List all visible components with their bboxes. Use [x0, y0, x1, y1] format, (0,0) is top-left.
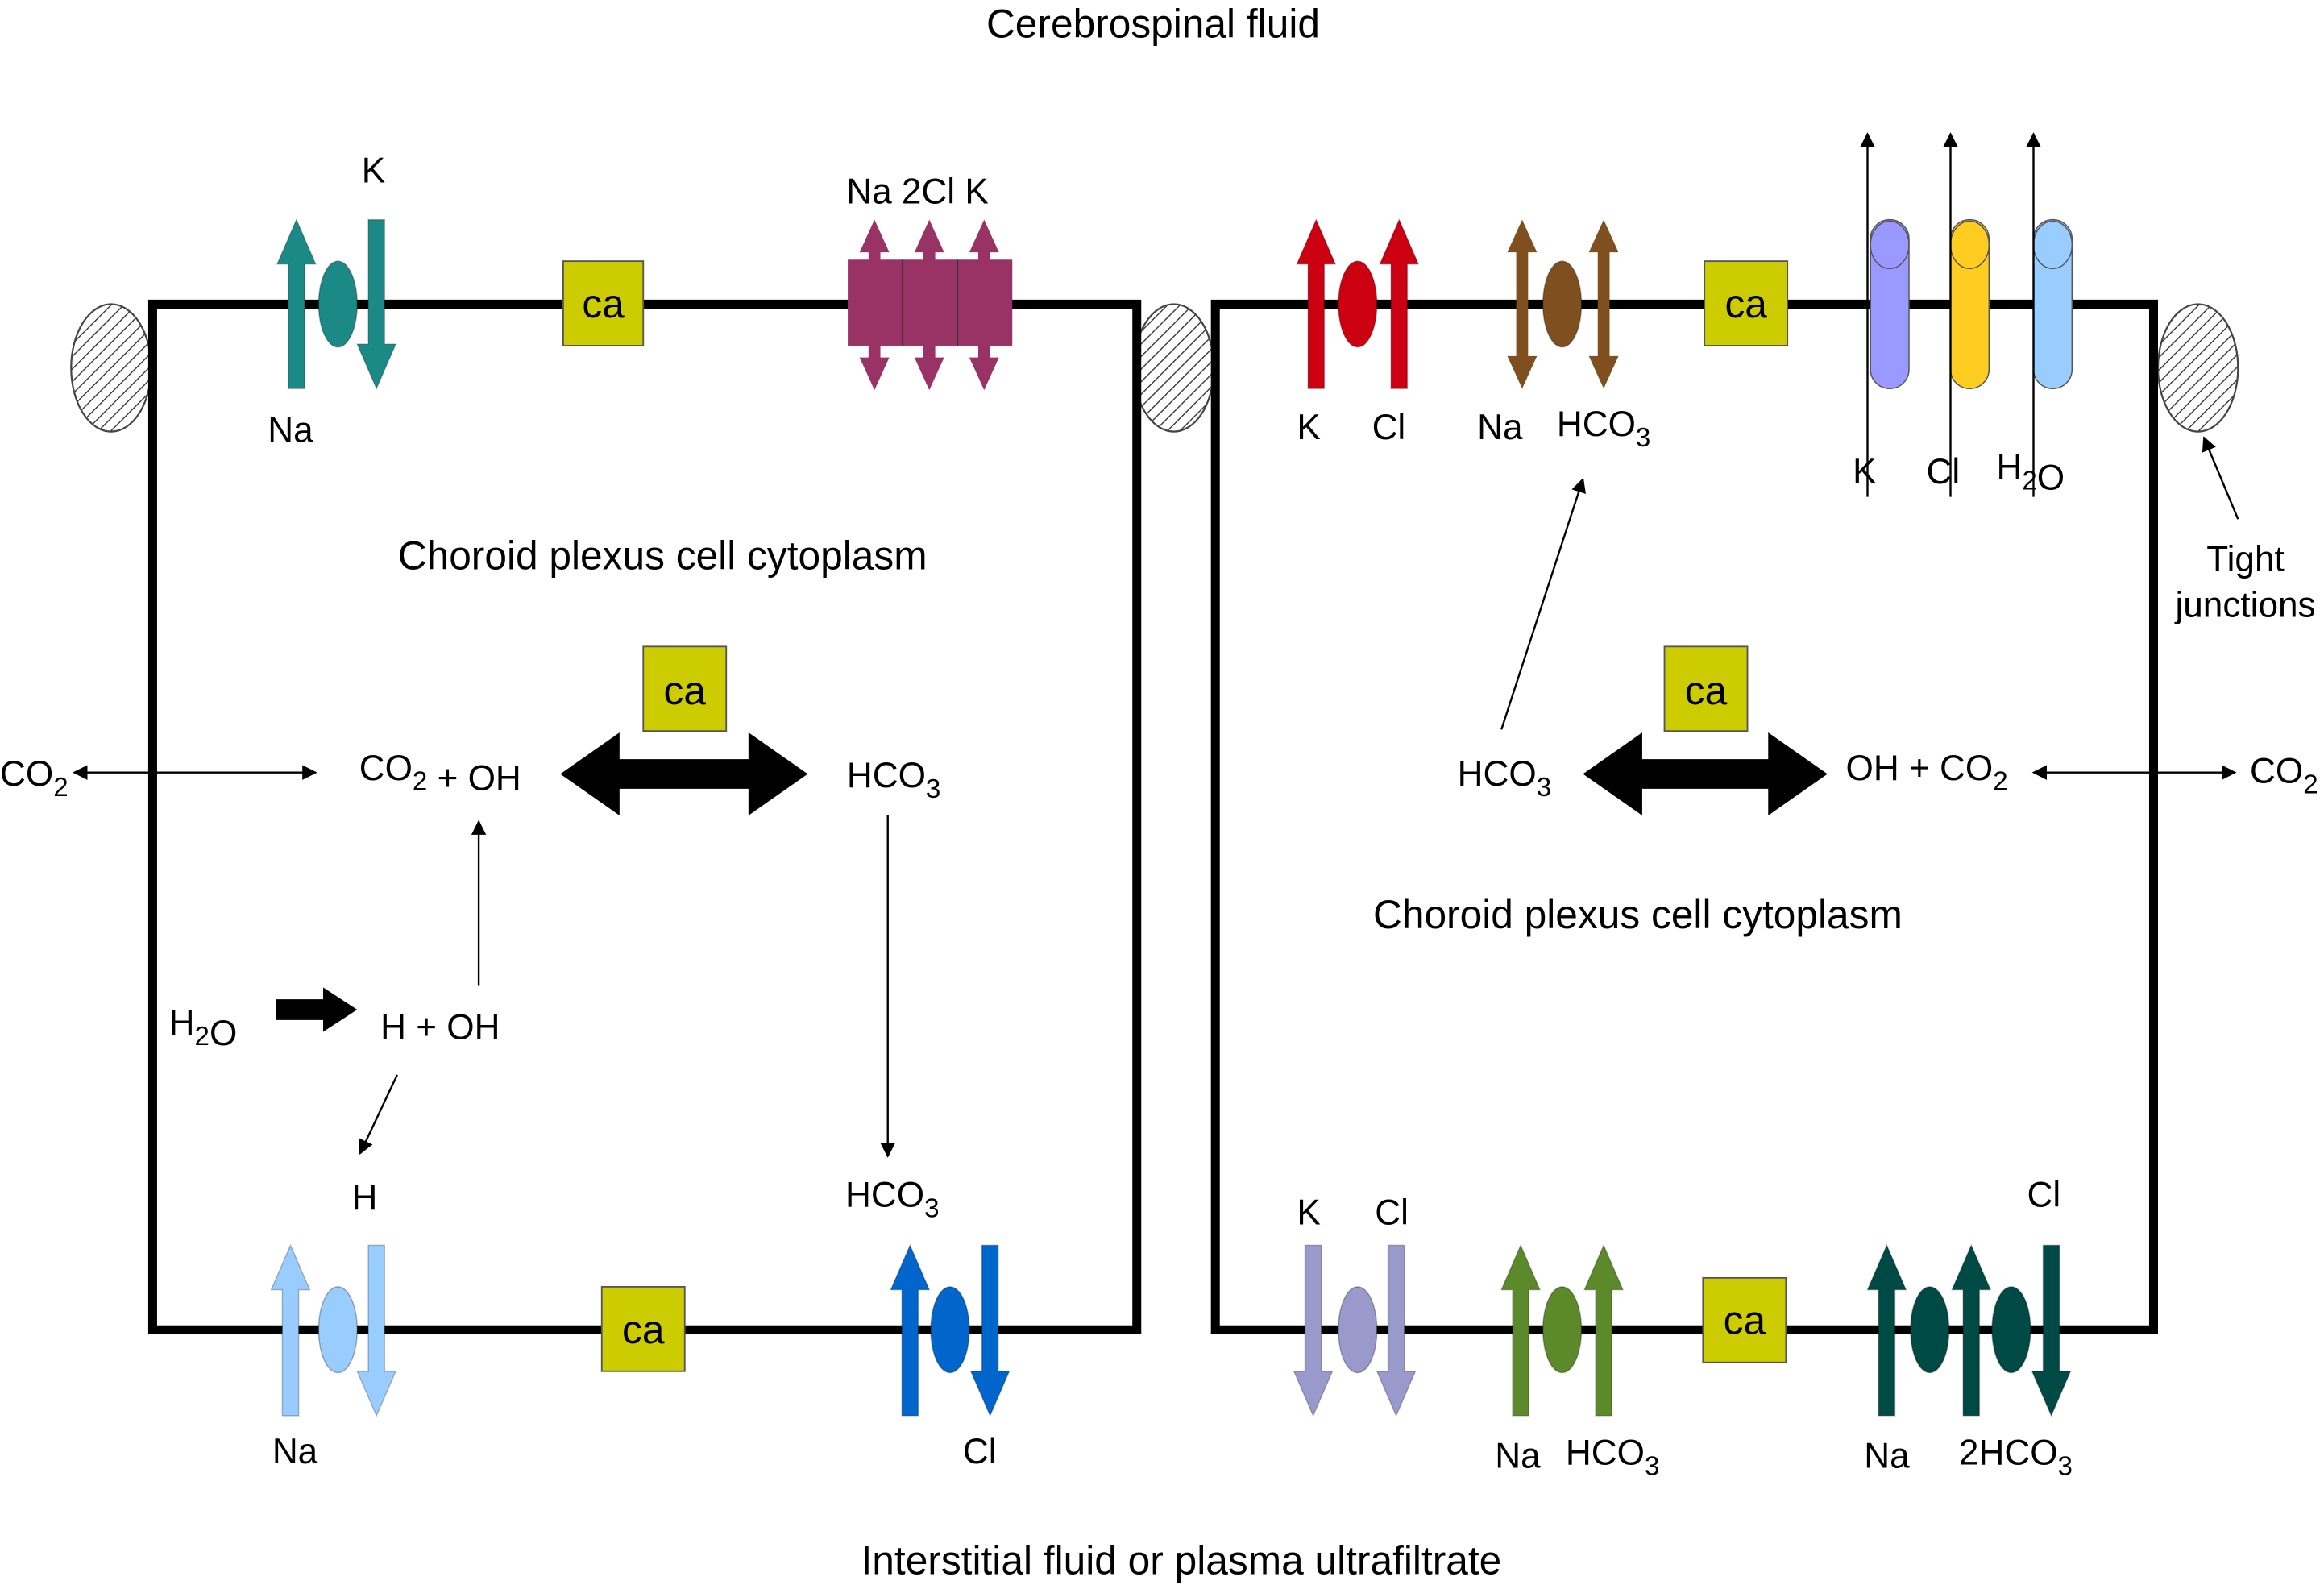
hco3-label: HCO3	[1557, 405, 1650, 453]
ca-label: ca	[1724, 281, 1767, 326]
shapes-layer	[70, 132, 2239, 1417]
cl-label: Cl	[1375, 1193, 1409, 1233]
k-channel	[1870, 218, 1910, 390]
co2-out-label: CO2	[0, 754, 68, 803]
k-channel-top	[1870, 220, 1910, 270]
double-arrow	[859, 219, 890, 391]
cl-hco3-exchanger-oval	[930, 1286, 970, 1374]
k-label: K	[362, 151, 385, 191]
aquaporin-channel	[2032, 218, 2073, 390]
h-down-arrow	[356, 1244, 397, 1417]
right-cytoplasm-label: Choroid plexus cell cytoplasm	[1373, 892, 1903, 937]
hco3-label: HCO3	[847, 756, 940, 804]
k-down-arrow	[1293, 1244, 1334, 1417]
cl-down-arrow	[2031, 1244, 2072, 1417]
na-k-pump-oval	[317, 260, 359, 348]
hco3-label: HCO3	[1458, 754, 1551, 803]
double-arrow	[969, 219, 999, 391]
carbonic-anhydrase-box	[642, 645, 728, 732]
tight-junction	[70, 303, 152, 433]
hco3-up-arrow	[890, 1243, 931, 1417]
tight-junction	[1132, 303, 1215, 433]
double-arrow	[914, 219, 944, 391]
carbonic-anhydrase-box	[1702, 1276, 1787, 1363]
ca-label: ca	[622, 1307, 665, 1352]
ca-label: ca	[1685, 668, 1728, 713]
carbonic-anhydrase-box	[1704, 260, 1789, 346]
tight-junction-pointer	[2202, 436, 2239, 520]
carbonic-anhydrase-box	[600, 1285, 686, 1372]
na-up-arrow	[1866, 1243, 1907, 1417]
tight-junctions-label: junctions	[2173, 586, 2315, 625]
na-label: Na	[272, 1432, 318, 1471]
na-label: Na	[1495, 1436, 1541, 1475]
na-up-arrow	[276, 218, 317, 390]
na-label: Na	[1477, 408, 1523, 447]
oh-co2-label: OH + CO2	[1846, 749, 2008, 797]
h-down-arrow	[359, 1074, 399, 1156]
hco3-label: HCO3	[1566, 1434, 1659, 1482]
h2o-label: H2O	[1997, 447, 2065, 497]
cl-label: Cl	[1926, 452, 1960, 492]
co2-out-label: CO2	[2250, 752, 2318, 800]
na-hco3-cotransporter-oval	[1542, 1286, 1583, 1374]
left-cytoplasm-label: Choroid plexus cell cytoplasm	[398, 533, 928, 579]
hco3-up-arrow	[1500, 477, 1586, 730]
hco3-double-arrow	[1588, 219, 1619, 389]
h2o-label: H2O	[169, 1003, 238, 1053]
2hco3-label: 2HCO3	[1959, 1434, 2073, 1482]
carbonic-anhydrase-box	[562, 260, 645, 346]
na-label: Na	[1864, 1436, 1910, 1475]
ca-label: ca	[1724, 1298, 1766, 1343]
k-up-arrow	[1296, 218, 1337, 390]
left-cell-membrane	[147, 299, 1142, 1334]
na-hco3-cotransporter-oval	[1542, 260, 1583, 348]
ncbe-oval	[1910, 1286, 1950, 1374]
na-h-exchanger-oval	[317, 1286, 359, 1374]
carbonic-reaction-arrow	[560, 732, 808, 816]
kcl-cotransporter-oval	[1338, 1286, 1378, 1374]
na-up-arrow	[270, 1243, 311, 1417]
cl-label: Cl	[963, 1432, 997, 1471]
cl-up-arrow	[1379, 218, 1420, 390]
h2o-dissociation-arrow	[276, 987, 358, 1032]
cl-label: Cl	[1372, 408, 1406, 447]
cl-label: Cl	[2027, 1176, 2061, 1215]
right-cell-membrane	[1210, 299, 2158, 1334]
ncbe-oval	[1991, 1286, 2031, 1374]
hco3-up-arrow	[1951, 1243, 1992, 1417]
na-up-arrow	[1500, 1243, 1542, 1417]
cl-down-arrow	[1376, 1244, 1417, 1417]
k-label: K	[1297, 408, 1320, 447]
interstitial-label: Interstitial fluid or plasma ultrafiltra…	[861, 1538, 1501, 1583]
nkcc-label: Na 2Cl K	[846, 172, 989, 211]
csf-label: Cerebrospinal fluid	[986, 1, 1320, 46]
cl-down-arrow	[969, 1244, 1011, 1417]
na-double-arrow	[1507, 219, 1538, 389]
co2-oh-label: CO2 + OH	[359, 749, 521, 799]
kcl-cotransporter-oval	[1338, 260, 1378, 348]
carbonic-reaction-arrow	[1583, 732, 1828, 816]
h-oh-label: H + OH	[380, 1008, 500, 1048]
na-label: Na	[268, 411, 313, 450]
tight-junction	[2156, 303, 2239, 433]
ca-label: ca	[664, 668, 707, 713]
cl-channel	[1949, 218, 1990, 390]
k-label: K	[1297, 1193, 1320, 1233]
ca-label: ca	[582, 281, 625, 326]
carbonic-anhydrase-box	[1663, 645, 1749, 732]
k-label: K	[1853, 452, 1876, 492]
k-down-arrow	[356, 218, 397, 391]
hco3-up-arrow	[1583, 1243, 1625, 1417]
tight-junctions-label: Tight	[2206, 540, 2284, 579]
hco3-label: HCO3	[845, 1176, 939, 1224]
h-label: H	[352, 1178, 378, 1218]
